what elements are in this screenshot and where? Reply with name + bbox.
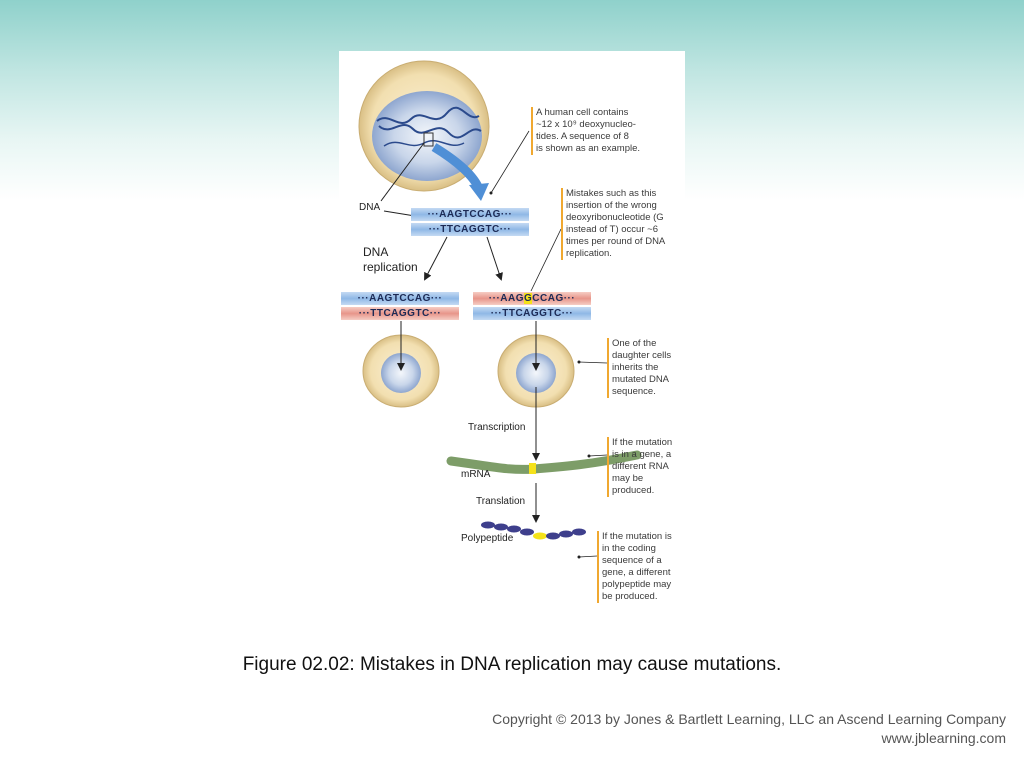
original-strand-bottom: ···TTCAGGTC··· [411, 223, 529, 236]
copyright-url: www.jblearning.com [881, 730, 1007, 746]
polypeptide-chain [481, 521, 586, 540]
copyright-line: Copyright © 2013 by Jones & Bartlett Lea… [492, 711, 1006, 727]
right-daughter-strand-top: ···AAGGCCAG··· [473, 292, 591, 305]
mrna-mutation [529, 463, 536, 474]
chromosome-dna [376, 106, 480, 124]
note-coding-mutation: If the mutation is in the coding sequenc… [597, 531, 672, 603]
note-gene-mutation: If the mutation is in a gene, a differen… [607, 437, 672, 497]
figure-caption: Figure 02.02: Mistakes in DNA replicatio… [242, 654, 782, 675]
note-daughter-cell: One of the daughter cells inherits the m… [607, 338, 671, 398]
dna-label: DNA [359, 202, 381, 213]
mrna-label: mRNA [461, 469, 491, 480]
note-mistakes: Mistakes such as this insertion of the w… [561, 188, 665, 260]
replication-arrow-right [486, 236, 503, 281]
polypeptide-label: Polypeptide [461, 533, 514, 544]
right-daughter-strand-bottom: ···TTCAGGTC··· [473, 307, 591, 320]
mutated-nucleotide: G [524, 293, 533, 304]
left-daughter-strand-bottom: ···TTCAGGTC··· [341, 307, 459, 320]
copyright-block: Copyright © 2013 by Jones & Bartlett Lea… [492, 710, 1006, 748]
note-cell-contains: A human cell contains ~12 x 10⁹ deoxynuc… [531, 107, 640, 155]
figure-illustration [358, 60, 642, 559]
transcription-label: Transcription [468, 422, 526, 433]
zoom-box [423, 132, 434, 147]
left-daughter-strand-top: ···AAGTCCAG··· [341, 292, 459, 305]
replication-label: DNA replication [363, 245, 418, 274]
figure-panel: DNA DNA replication ···AAGTCCAG··· ···TT… [339, 51, 685, 611]
original-strand-top: ···AAGTCCAG··· [411, 208, 529, 221]
translation-label: Translation [476, 496, 526, 507]
replication-arrow-left [424, 236, 448, 281]
